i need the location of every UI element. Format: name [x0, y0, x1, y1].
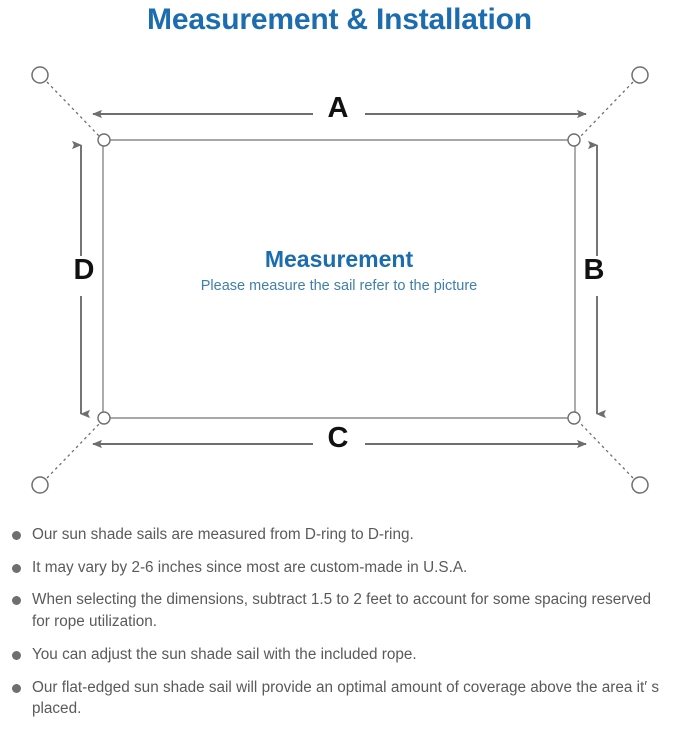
rope-bottom-right: [579, 422, 634, 479]
d-ring-top-left-icon: [97, 133, 111, 147]
d-ring-top-right-icon: [567, 133, 581, 147]
dimension-label-d: D: [73, 254, 95, 286]
dimension-label-b: B: [583, 254, 605, 286]
note-text: You can adjust the sun shade sail with t…: [32, 645, 417, 663]
dimension-label-a: A: [327, 92, 349, 124]
anchor-top-right-icon: [631, 66, 649, 84]
rope-lines: [46, 81, 634, 479]
list-item: When selecting the dimensions, subtract …: [0, 589, 679, 632]
bullet-icon: [12, 683, 21, 693]
note-text: Our sun shade sails are measured from D-…: [32, 526, 414, 543]
anchor-points: [31, 66, 649, 494]
bullet-icon: [12, 650, 21, 660]
list-item: You can adjust the sun shade sail with t…: [0, 644, 679, 666]
rope-top-right: [579, 81, 634, 138]
page-title: Measurement & Installation: [147, 3, 532, 36]
sail-center-subtitle: Please measure the sail refer to the pic…: [200, 278, 478, 294]
diagram-canvas: [31, 66, 649, 494]
note-text: It may vary by 2-6 inches since most are…: [32, 558, 468, 576]
rope-top-left: [46, 81, 101, 138]
bullet-icon: [12, 596, 21, 606]
d-ring-bottom-left-icon: [97, 411, 111, 425]
d-rings: [97, 133, 581, 425]
list-item: Our flat-edged sun shade sail will provi…: [0, 677, 679, 720]
measurement-diagram: Measurement Please measure the sail refe…: [0, 50, 679, 515]
rope-bottom-left: [46, 422, 101, 479]
list-item: It may vary by 2-6 inches since most are…: [0, 557, 679, 579]
note-text: Our flat-edged sun shade sail will provi…: [32, 678, 660, 718]
sail-rectangle: [102, 139, 576, 419]
bullet-icon: [12, 563, 21, 573]
anchor-bottom-left-icon: [31, 476, 49, 494]
bullet-icon: [12, 531, 21, 540]
dimension-label-c: C: [327, 422, 349, 454]
sail-center-title: Measurement: [264, 246, 414, 272]
list-item: Our sun shade sails are measured from D-…: [0, 524, 679, 546]
anchor-top-left-icon: [31, 66, 49, 84]
note-text: When selecting the dimensions, subtract …: [32, 591, 652, 631]
notes-list: Our sun shade sails are measured from D-…: [0, 524, 679, 731]
d-ring-bottom-right-icon: [567, 411, 581, 425]
anchor-bottom-right-icon: [631, 476, 649, 494]
